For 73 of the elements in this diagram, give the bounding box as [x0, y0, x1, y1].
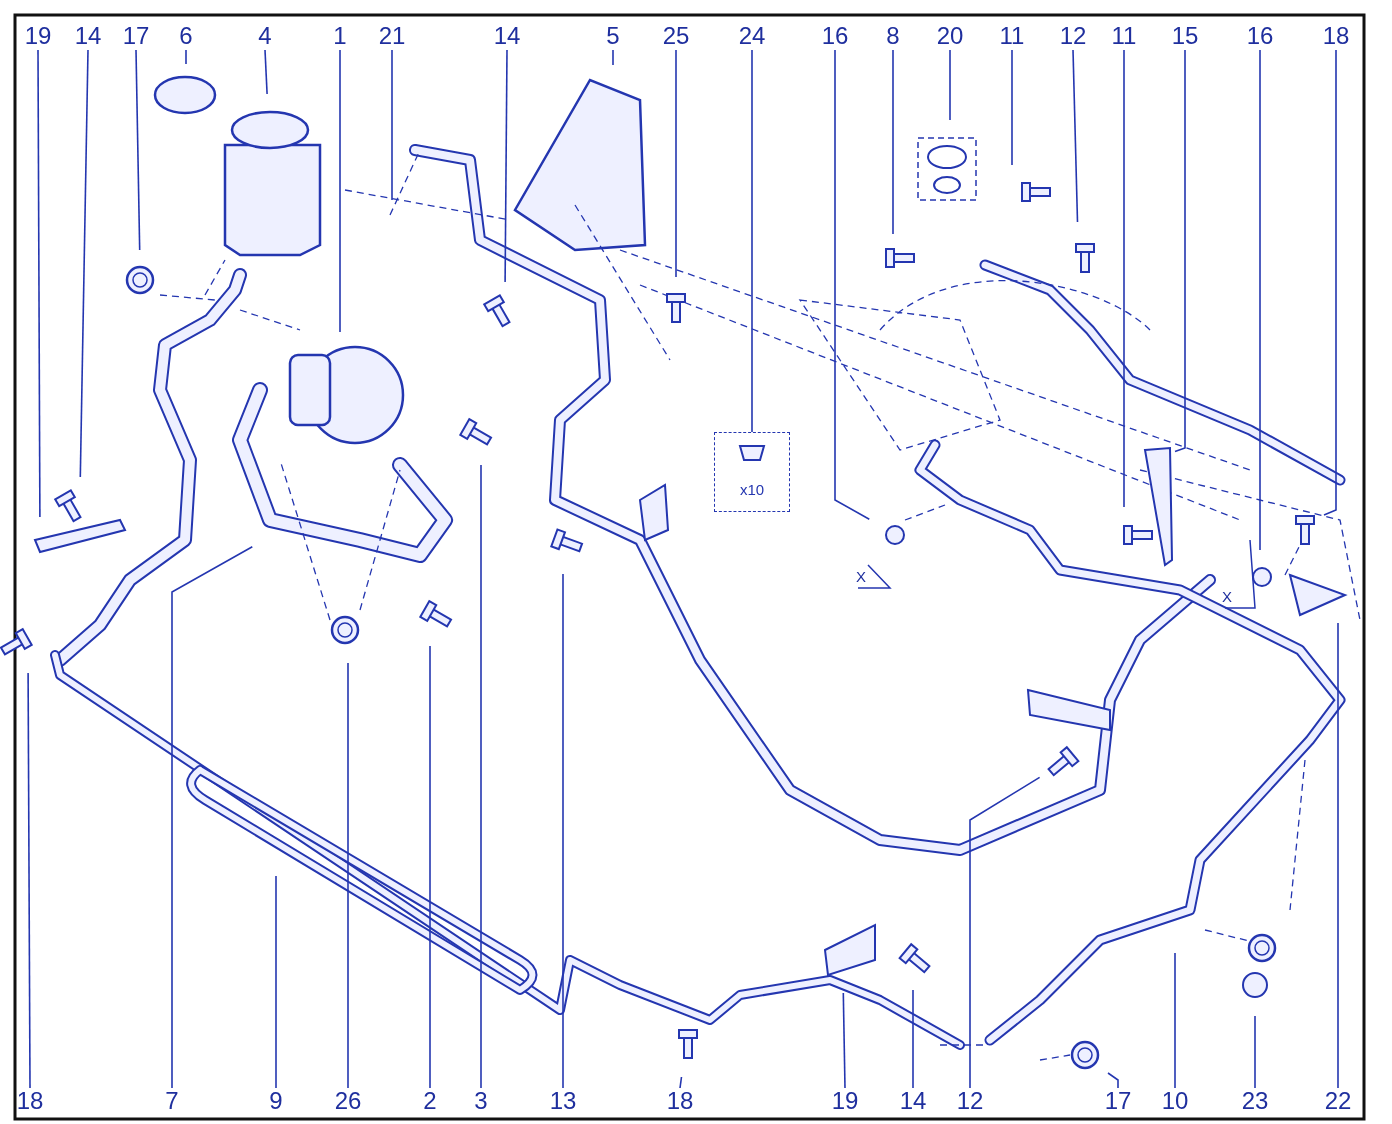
callout-number: 24 [736, 22, 768, 50]
callout-number: 26 [332, 1087, 364, 1115]
leader-line [171, 546, 254, 1089]
leader-line [1337, 622, 1339, 1089]
leader-line [185, 49, 187, 65]
callout-number: 23 [1239, 1087, 1271, 1115]
leader-line [504, 49, 508, 283]
leader-line [751, 49, 753, 433]
leader-line [675, 49, 677, 278]
quantity-box: x10 [714, 432, 790, 512]
callout-number: 7 [156, 1087, 188, 1115]
leader-line [1259, 49, 1261, 551]
callout-number: 4 [249, 22, 281, 50]
leader-line [834, 49, 871, 520]
dimension-label: X [1222, 588, 1232, 606]
callout-number: 1 [324, 22, 356, 50]
leader-line [27, 672, 31, 1089]
leader-line [1254, 1015, 1256, 1089]
leader-line [347, 662, 349, 1089]
callout-number: 9 [260, 1087, 292, 1115]
leader-line [892, 49, 894, 235]
callout-number: 22 [1322, 1087, 1354, 1115]
leader-line [391, 49, 393, 201]
callout-number: 10 [1159, 1087, 1191, 1115]
callout-number: 18 [664, 1087, 696, 1115]
callout-number: 14 [491, 22, 523, 50]
leader-line [949, 49, 951, 121]
callout-number: 17 [120, 22, 152, 50]
callout-number: 11 [1108, 22, 1140, 50]
callout-number: 6 [170, 22, 202, 50]
callout-number: 13 [547, 1087, 579, 1115]
callout-number: 25 [660, 22, 692, 50]
leader-line [1011, 49, 1013, 166]
leader-line [429, 645, 431, 1089]
callout-number: 16 [1244, 22, 1276, 50]
leader-line [969, 776, 1041, 1089]
leader-line [1107, 1072, 1119, 1089]
callout-number: 12 [954, 1087, 986, 1115]
callout-number: 15 [1169, 22, 1201, 50]
leader-line [480, 464, 482, 1089]
callout-number: 5 [597, 22, 629, 50]
callout-number: 14 [72, 22, 104, 50]
leader-line [1174, 49, 1186, 453]
leader-line [264, 49, 268, 95]
leader-line [135, 49, 141, 251]
callout-number: 11 [996, 22, 1028, 50]
callout-number: 19 [829, 1087, 861, 1115]
leader-line [1123, 49, 1125, 508]
leader-line [842, 992, 846, 1089]
callout-number: 16 [819, 22, 851, 50]
callout-number: 20 [934, 22, 966, 50]
callout-number: 8 [877, 22, 909, 50]
leader-line [339, 49, 341, 333]
callout-number: 18 [14, 1087, 46, 1115]
callout-number: 2 [414, 1087, 446, 1115]
callout-number: 14 [897, 1087, 929, 1115]
leader-line [37, 49, 41, 518]
leader-line [562, 573, 564, 1089]
leader-line [912, 989, 914, 1089]
leader-line [275, 875, 277, 1089]
leader-line [1072, 49, 1079, 223]
callout-number: 3 [465, 1087, 497, 1115]
callout-number: 17 [1102, 1087, 1134, 1115]
leader-line [1174, 952, 1176, 1089]
leader-line [612, 49, 614, 66]
callout-number: 18 [1320, 22, 1352, 50]
leader-line [79, 49, 89, 478]
callout-number: 19 [22, 22, 54, 50]
dimension-label: X [856, 568, 866, 586]
leader-line [1323, 49, 1337, 516]
callout-number: 12 [1057, 22, 1089, 50]
leader-line [679, 1076, 683, 1089]
callout-number: 21 [376, 22, 408, 50]
